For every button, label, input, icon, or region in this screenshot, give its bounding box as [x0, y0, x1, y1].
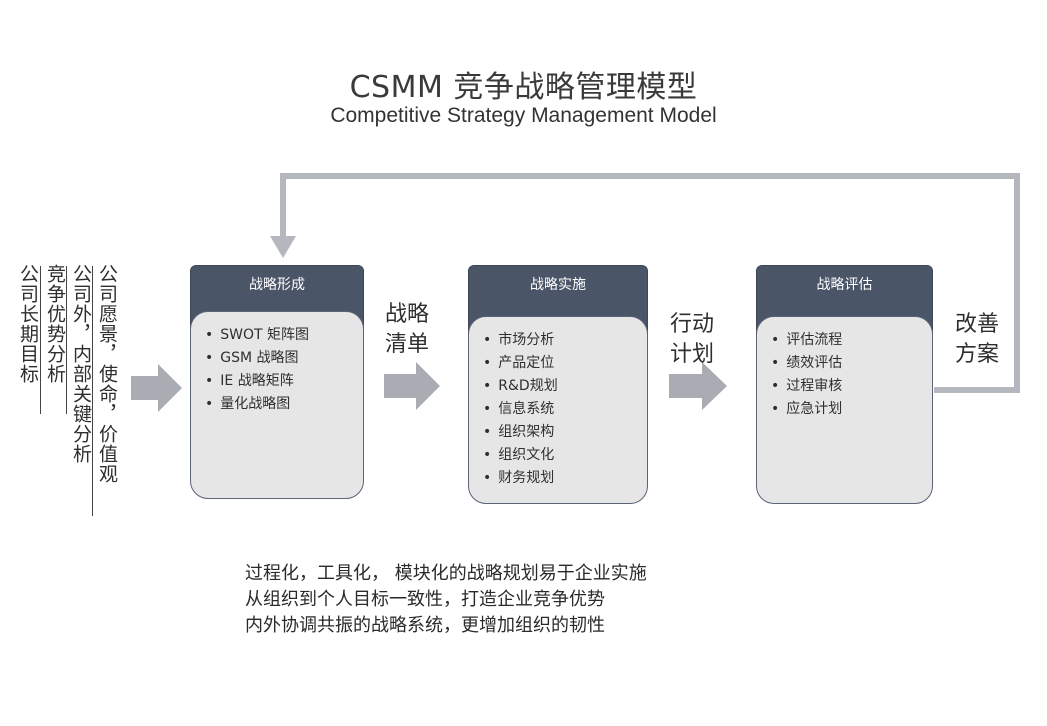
list-item: 财务规划 [483, 467, 558, 490]
input-internal-external-analysis: 公司外，内部关键分析 [70, 264, 92, 464]
plan-list-label-line: 清单 [385, 332, 430, 357]
input-competitive-analysis: 竞争优势分析 [44, 264, 66, 384]
box-body: 评估流程 绩效评估 过程审核 应急计划 [756, 316, 933, 504]
improvement-plan-label: 改善 方案 [955, 310, 1015, 370]
list-item: 量化战略图 [205, 393, 309, 416]
list-item: 市场分析 [483, 329, 558, 352]
summary-line: 从组织到个人目标一致性，打造企业竞争优势 [245, 589, 605, 610]
list-item: 应急计划 [771, 398, 842, 421]
strategy-formation-box: 战略形成 SWOT 矩阵图 GSM 战略图 IE 战略矩阵 量化战略图 [190, 265, 364, 499]
input-divider [40, 266, 41, 414]
input-long-term-goals: 公司长期目标 [17, 264, 39, 384]
plan-list-label: 战略 清单 [385, 300, 445, 360]
list-item: 信息系统 [483, 398, 558, 421]
feedback-arrowhead [270, 236, 296, 258]
diagram-title: CSMM 竞争战略管理模型 [349, 70, 698, 105]
list-item: 组织文化 [483, 444, 558, 467]
input-divider [92, 266, 93, 516]
summary-text: 过程化，工具化， 模块化的战略规划易于企业实施 从组织到个人目标一致性，打造企业… [245, 561, 647, 639]
plan-list-arrow [384, 362, 440, 410]
box-header-label: 战略实施 [530, 277, 586, 293]
box-body: SWOT 矩阵图 GSM 战略图 IE 战略矩阵 量化战略图 [190, 311, 364, 499]
item-list: SWOT 矩阵图 GSM 战略图 IE 战略矩阵 量化战略图 [205, 324, 309, 416]
list-item: 产品定位 [483, 352, 558, 375]
item-list: 评估流程 绩效评估 过程审核 应急计划 [771, 329, 842, 421]
summary-line: 过程化，工具化， 模块化的战略规划易于企业实施 [245, 563, 647, 584]
strategy-implementation-box: 战略实施 市场分析 产品定位 R&D规划 信息系统 组织架构 组织文化 财务规划 [468, 265, 648, 504]
box-body: 市场分析 产品定位 R&D规划 信息系统 组织架构 组织文化 财务规划 [468, 316, 648, 504]
list-item: IE 战略矩阵 [205, 370, 309, 393]
box-header-label: 战略评估 [816, 277, 873, 293]
action-plan-label: 行动 计划 [670, 310, 730, 370]
input-vision-mission-values: 公司愿景，使命，价值观 [96, 264, 118, 484]
item-list: 市场分析 产品定位 R&D规划 信息系统 组织架构 组织文化 财务规划 [483, 329, 558, 490]
action-plan-arrow [669, 362, 727, 410]
improvement-plan-label-line: 改善 [955, 312, 1000, 337]
list-item: 绩效评估 [771, 352, 842, 375]
improvement-plan-label-line: 方案 [955, 342, 1000, 367]
diagram-subtitle: Competitive Strategy Management Model [330, 104, 717, 127]
list-item: 评估流程 [771, 329, 842, 352]
list-item: SWOT 矩阵图 [205, 324, 309, 347]
strategy-evaluation-box: 战略评估 评估流程 绩效评估 过程审核 应急计划 [756, 265, 933, 504]
action-plan-label-line: 行动 [670, 312, 715, 337]
list-item: R&D规划 [483, 375, 557, 398]
feedback-loop-line [280, 173, 1020, 393]
input-divider [66, 266, 67, 414]
list-item: 过程审核 [771, 375, 842, 398]
list-item: GSM 战略图 [205, 347, 309, 370]
plan-list-label-line: 战略 [385, 302, 430, 327]
box-header-label: 战略形成 [249, 277, 305, 293]
list-item: 组织架构 [483, 421, 558, 444]
summary-line: 内外协调共振的战略系统，更增加组织的韧性 [245, 615, 605, 636]
action-plan-label-line: 计划 [670, 342, 715, 367]
input-arrow [131, 364, 182, 412]
